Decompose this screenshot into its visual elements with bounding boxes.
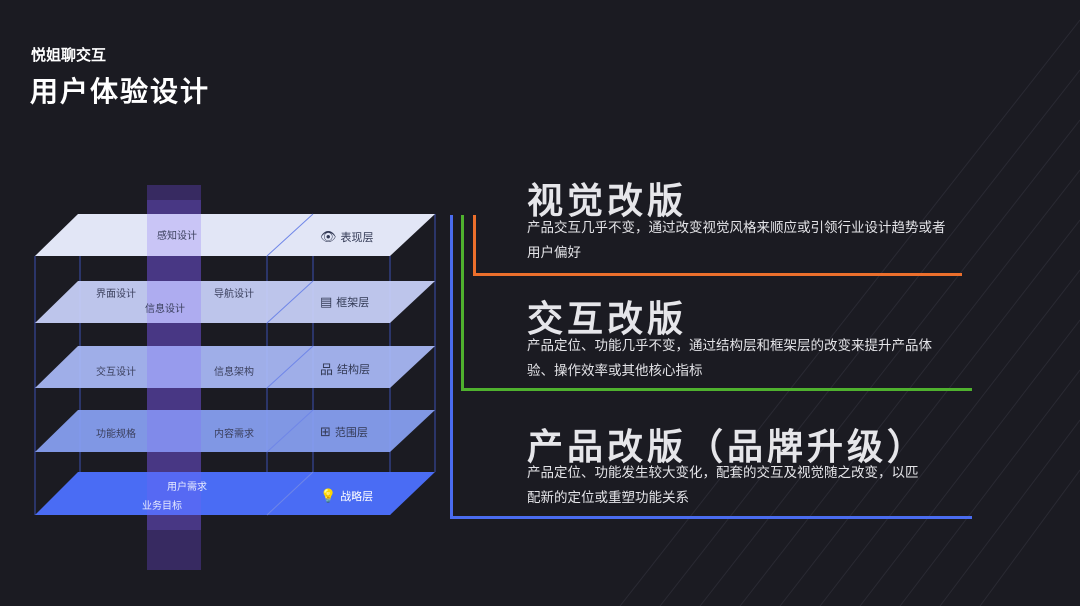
redesign-title-product: 产品改版（品牌升级）	[527, 427, 928, 468]
layer-item: 信息设计	[145, 304, 185, 315]
redesign-title-interaction: 交互改版	[527, 299, 688, 340]
redesign-desc-visual: 产品交互几乎不变，通过改变视觉风格来顺应或引领行业设计趋势或者用户偏好	[527, 220, 946, 261]
redesign-title-visual: 视觉改版	[527, 181, 688, 222]
ux-layer-stack	[34, 185, 436, 570]
layer-item: 感知设计	[157, 231, 197, 242]
bracket-visual	[473, 215, 962, 276]
layer-name-strategy: 💡战略层	[320, 488, 373, 504]
redesign-desc-product: 产品定位、功能发生较大变化，配套的交互及视觉随之改变，以匹配新的定位或重塑功能关…	[527, 465, 919, 506]
layer-item: 界面设计	[96, 289, 136, 300]
redesign-desc-interaction: 产品定位、功能几乎不变，通过结构层和框架层的改变来提升产品体验、操作效率或其他核…	[527, 338, 932, 379]
grid-icon: ⊞	[320, 424, 331, 440]
layer-item: 交互设计	[96, 367, 136, 378]
hierarchy-icon: 品	[320, 363, 334, 378]
bracket-interaction	[461, 215, 972, 391]
layer-name: 战略层	[340, 490, 374, 503]
layer-name-framework: ▤框架层	[320, 294, 369, 310]
layer-name-scope: ⊞范围层	[320, 424, 368, 440]
layout-icon: ▤	[320, 294, 333, 310]
layer-item: 用户需求	[167, 482, 207, 493]
layer-name: 结构层	[337, 362, 371, 376]
layer-name: 框架层	[336, 296, 370, 309]
layer-name-presentation: 👁表现层	[320, 229, 374, 245]
lightbulb-icon: 💡	[320, 488, 337, 504]
layer-item: 导航设计	[214, 289, 254, 300]
layer-name: 表现层	[340, 231, 374, 244]
page-title: 用户体验设计	[30, 75, 211, 108]
layer-item: 信息架构	[214, 367, 254, 378]
brand-name: 悦姐聊交互	[31, 46, 107, 64]
layer-name: 范围层	[334, 426, 368, 439]
layer-surface	[35, 214, 435, 515]
layer-item: 内容需求	[214, 429, 254, 440]
eye-icon: 👁	[320, 229, 337, 245]
layer-item: 功能规格	[96, 429, 136, 440]
layer-item: 业务目标	[142, 501, 182, 512]
bracket-product	[450, 215, 972, 519]
layer-name-structure: 品结构层	[320, 359, 371, 379]
